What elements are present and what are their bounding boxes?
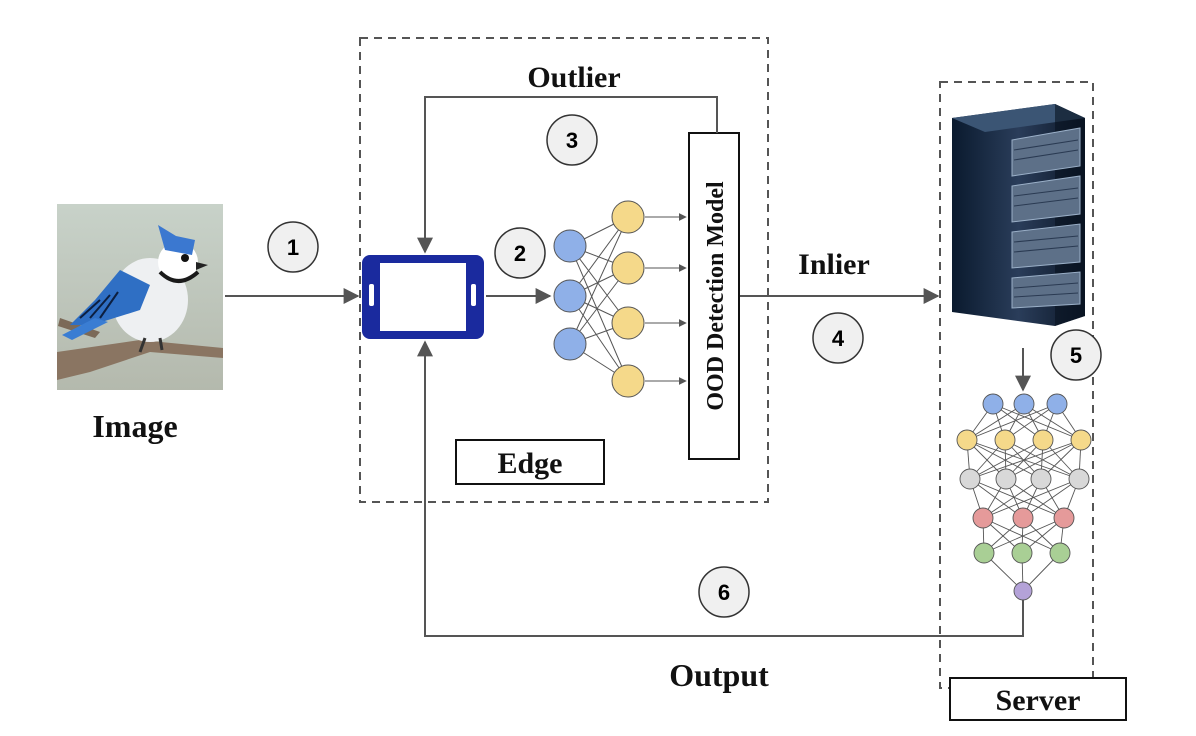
svg-text:5: 5: [1070, 343, 1082, 368]
server-rack-icon: [952, 104, 1085, 326]
step-3-badge: 3: [546, 114, 598, 166]
tablet-icon: [362, 255, 484, 339]
outlier-label: Outlier: [527, 61, 620, 94]
svg-text:4: 4: [832, 326, 845, 351]
step-2-badge: 2: [494, 227, 546, 279]
inlier-label: Inlier: [798, 248, 870, 281]
output-label: Output: [669, 657, 769, 693]
svg-text:Edge: Edge: [497, 447, 562, 480]
step-1-badge: 1: [267, 221, 319, 273]
bird-photo: [57, 204, 223, 390]
step-6-badge: 6: [698, 566, 750, 618]
svg-text:6: 6: [718, 580, 730, 605]
svg-text:1: 1: [287, 235, 299, 260]
step-4-badge: 4: [812, 312, 864, 364]
edge-label-box: Edge: [455, 439, 605, 485]
svg-text:OOD Detection Model: OOD Detection Model: [703, 181, 729, 411]
step-5-badge: 5: [1050, 329, 1102, 381]
edge-boundary: [359, 37, 769, 503]
server-boundary: [939, 81, 1094, 689]
ood-detection-model-box: OOD Detection Model: [688, 132, 740, 460]
svg-text:Server: Server: [996, 684, 1081, 717]
edge-neural-network: [553, 200, 687, 398]
svg-text:3: 3: [566, 128, 578, 153]
svg-text:2: 2: [514, 241, 526, 266]
arrow-outlier-loop: [417, 96, 718, 254]
server-label-box: Server: [949, 677, 1127, 721]
arrow-output-to-device: [417, 340, 1024, 637]
image-label: Image: [92, 408, 177, 444]
neural-network-icon: [956, 393, 1092, 601]
